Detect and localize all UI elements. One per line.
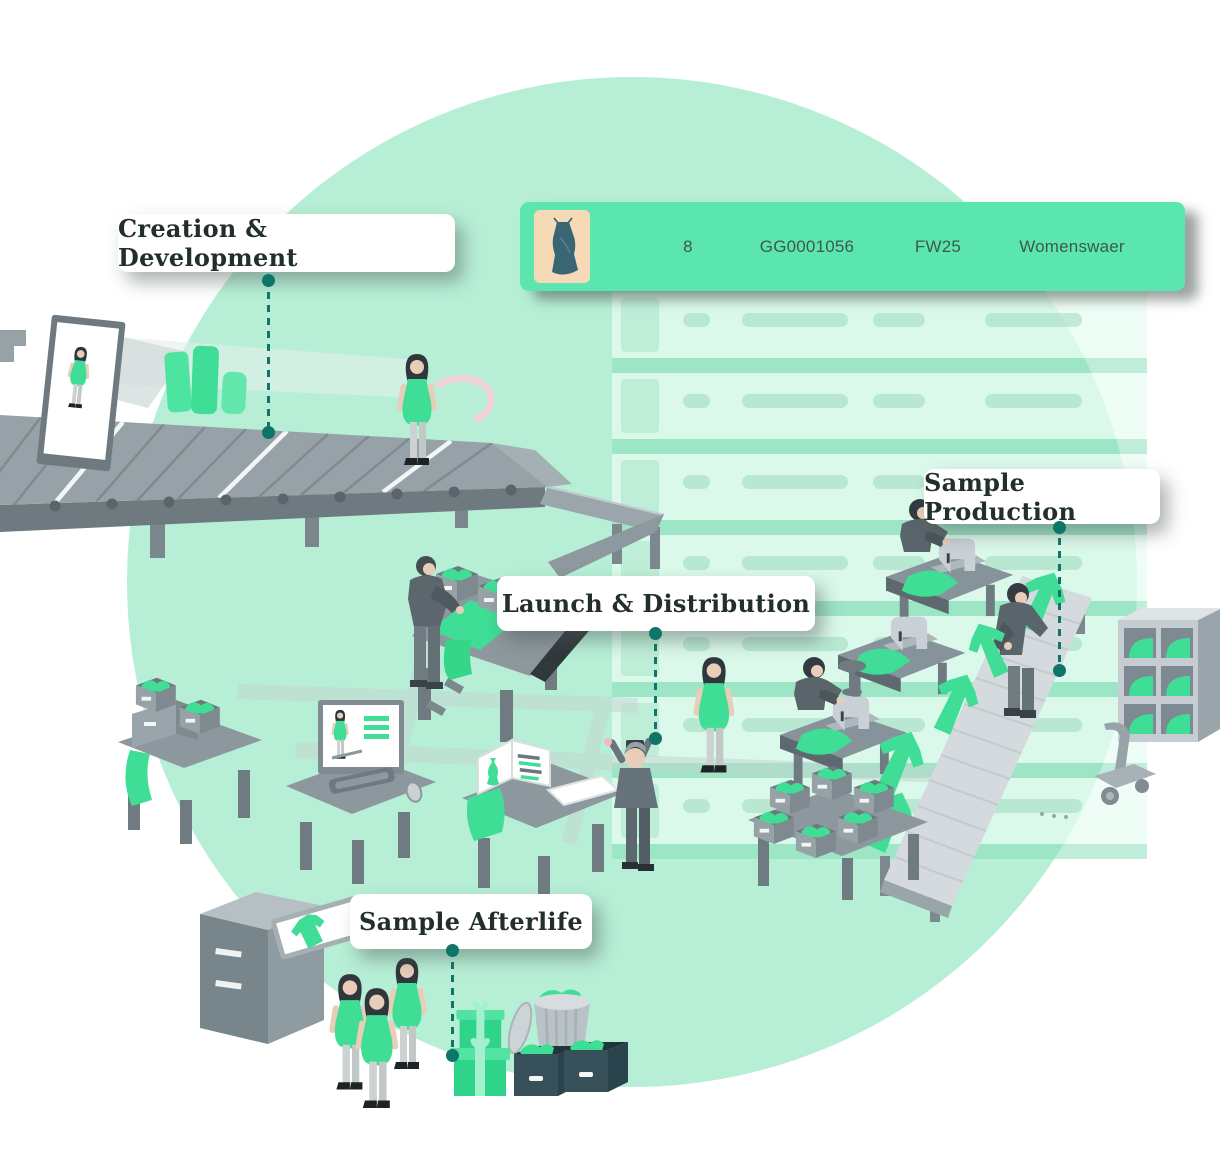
placeholder-pill — [873, 394, 925, 408]
placeholder-pill — [742, 637, 848, 651]
placeholder-pill — [873, 556, 925, 570]
conveyor-rollers — [49, 484, 517, 512]
lookbook-table — [462, 738, 626, 902]
thumbnail-placeholder — [621, 379, 659, 433]
stage-label-text: Sample Production — [924, 467, 1077, 526]
connector-creation — [267, 279, 270, 437]
thumbnail-placeholder — [621, 298, 659, 352]
stage-label-production: Sample Production — [924, 467, 1160, 526]
placeholder-pill — [683, 799, 710, 813]
placeholder-pill — [985, 313, 1082, 327]
row-separator — [612, 439, 1147, 454]
placeholder-pill — [683, 637, 710, 651]
placeholder-pill — [683, 475, 710, 489]
placeholder-pill — [985, 556, 1082, 570]
production-conveyor — [856, 563, 1092, 922]
sample-shelf — [1118, 608, 1220, 742]
donation-bin — [200, 892, 373, 1044]
placeholder-pill — [742, 475, 848, 489]
placeholder-pill — [683, 313, 710, 327]
connector-dot — [649, 627, 662, 640]
connector-afterlife — [451, 949, 454, 1062]
design-mirror — [36, 314, 126, 472]
stage-label-text: Launch & Distribution — [501, 589, 811, 618]
placeholder-pill — [742, 313, 848, 327]
afterlife-cluster — [200, 892, 628, 1109]
ghost-table-row — [612, 292, 1147, 373]
pink-scarf — [434, 375, 495, 424]
mouse — [405, 781, 423, 803]
ghost-table-row — [612, 373, 1147, 454]
placeholder-pill — [985, 799, 1082, 813]
stage-label-text: Sample Afterlife — [359, 907, 583, 936]
catwalk-conveyor — [0, 314, 548, 558]
storage-table — [118, 677, 262, 844]
archive-box — [564, 1040, 628, 1092]
placeholder-pill — [683, 556, 710, 570]
sample-production-line — [748, 499, 1092, 922]
monitor-table — [286, 700, 436, 884]
placeholder-pill — [985, 394, 1082, 408]
thumbnail-placeholder — [621, 460, 659, 514]
connector-launch — [654, 631, 657, 745]
connector-dot — [446, 944, 459, 957]
packed-boxes-bench — [748, 765, 928, 900]
connector-dot — [262, 274, 275, 287]
stage-label-afterlife: Sample Afterlife — [350, 894, 592, 949]
sample-style-code: GG0001056 — [759, 236, 855, 256]
sample-season: FW25 — [914, 236, 962, 256]
draped-garment — [466, 788, 505, 841]
dress-photo-thumbnail — [534, 210, 590, 283]
model-woman — [692, 657, 735, 773]
inspection-worker — [960, 583, 1048, 718]
stage-label-launch: Launch & Distribution — [497, 576, 815, 631]
stage-label-text: Creation & Development — [118, 214, 298, 272]
placeholder-pill — [742, 556, 848, 570]
placeholder-pill — [873, 313, 925, 327]
shopper-woman — [386, 958, 428, 1069]
open-lookbook — [477, 738, 551, 796]
hand-cart — [1040, 722, 1156, 819]
placeholder-pill — [742, 394, 848, 408]
connector-dot — [1053, 521, 1066, 534]
connector-production — [1058, 525, 1061, 677]
stage-label-creation: Creation & Development — [118, 214, 455, 272]
row-separator — [612, 844, 1147, 859]
pattern-pieces — [164, 345, 247, 415]
row-separator — [612, 358, 1147, 373]
connector-dot — [262, 426, 275, 439]
packing-worker — [408, 556, 464, 689]
gift-box — [456, 1002, 505, 1049]
connector-dot — [446, 1049, 459, 1062]
connector-dot — [1053, 664, 1066, 677]
connector-dot — [649, 732, 662, 745]
keyboard — [328, 767, 395, 794]
chute — [492, 443, 665, 578]
footprint-arrows — [426, 678, 464, 716]
placeholder-pill — [683, 394, 710, 408]
photographer — [604, 736, 660, 871]
sample-size: 8 — [683, 236, 693, 256]
sample-category: Womenswaer — [1019, 236, 1125, 256]
dress-icon — [552, 217, 578, 275]
sample-row-card: 8 GG0001056 FW25 Womenswaer — [520, 202, 1185, 291]
placeholder-pill — [873, 475, 925, 489]
